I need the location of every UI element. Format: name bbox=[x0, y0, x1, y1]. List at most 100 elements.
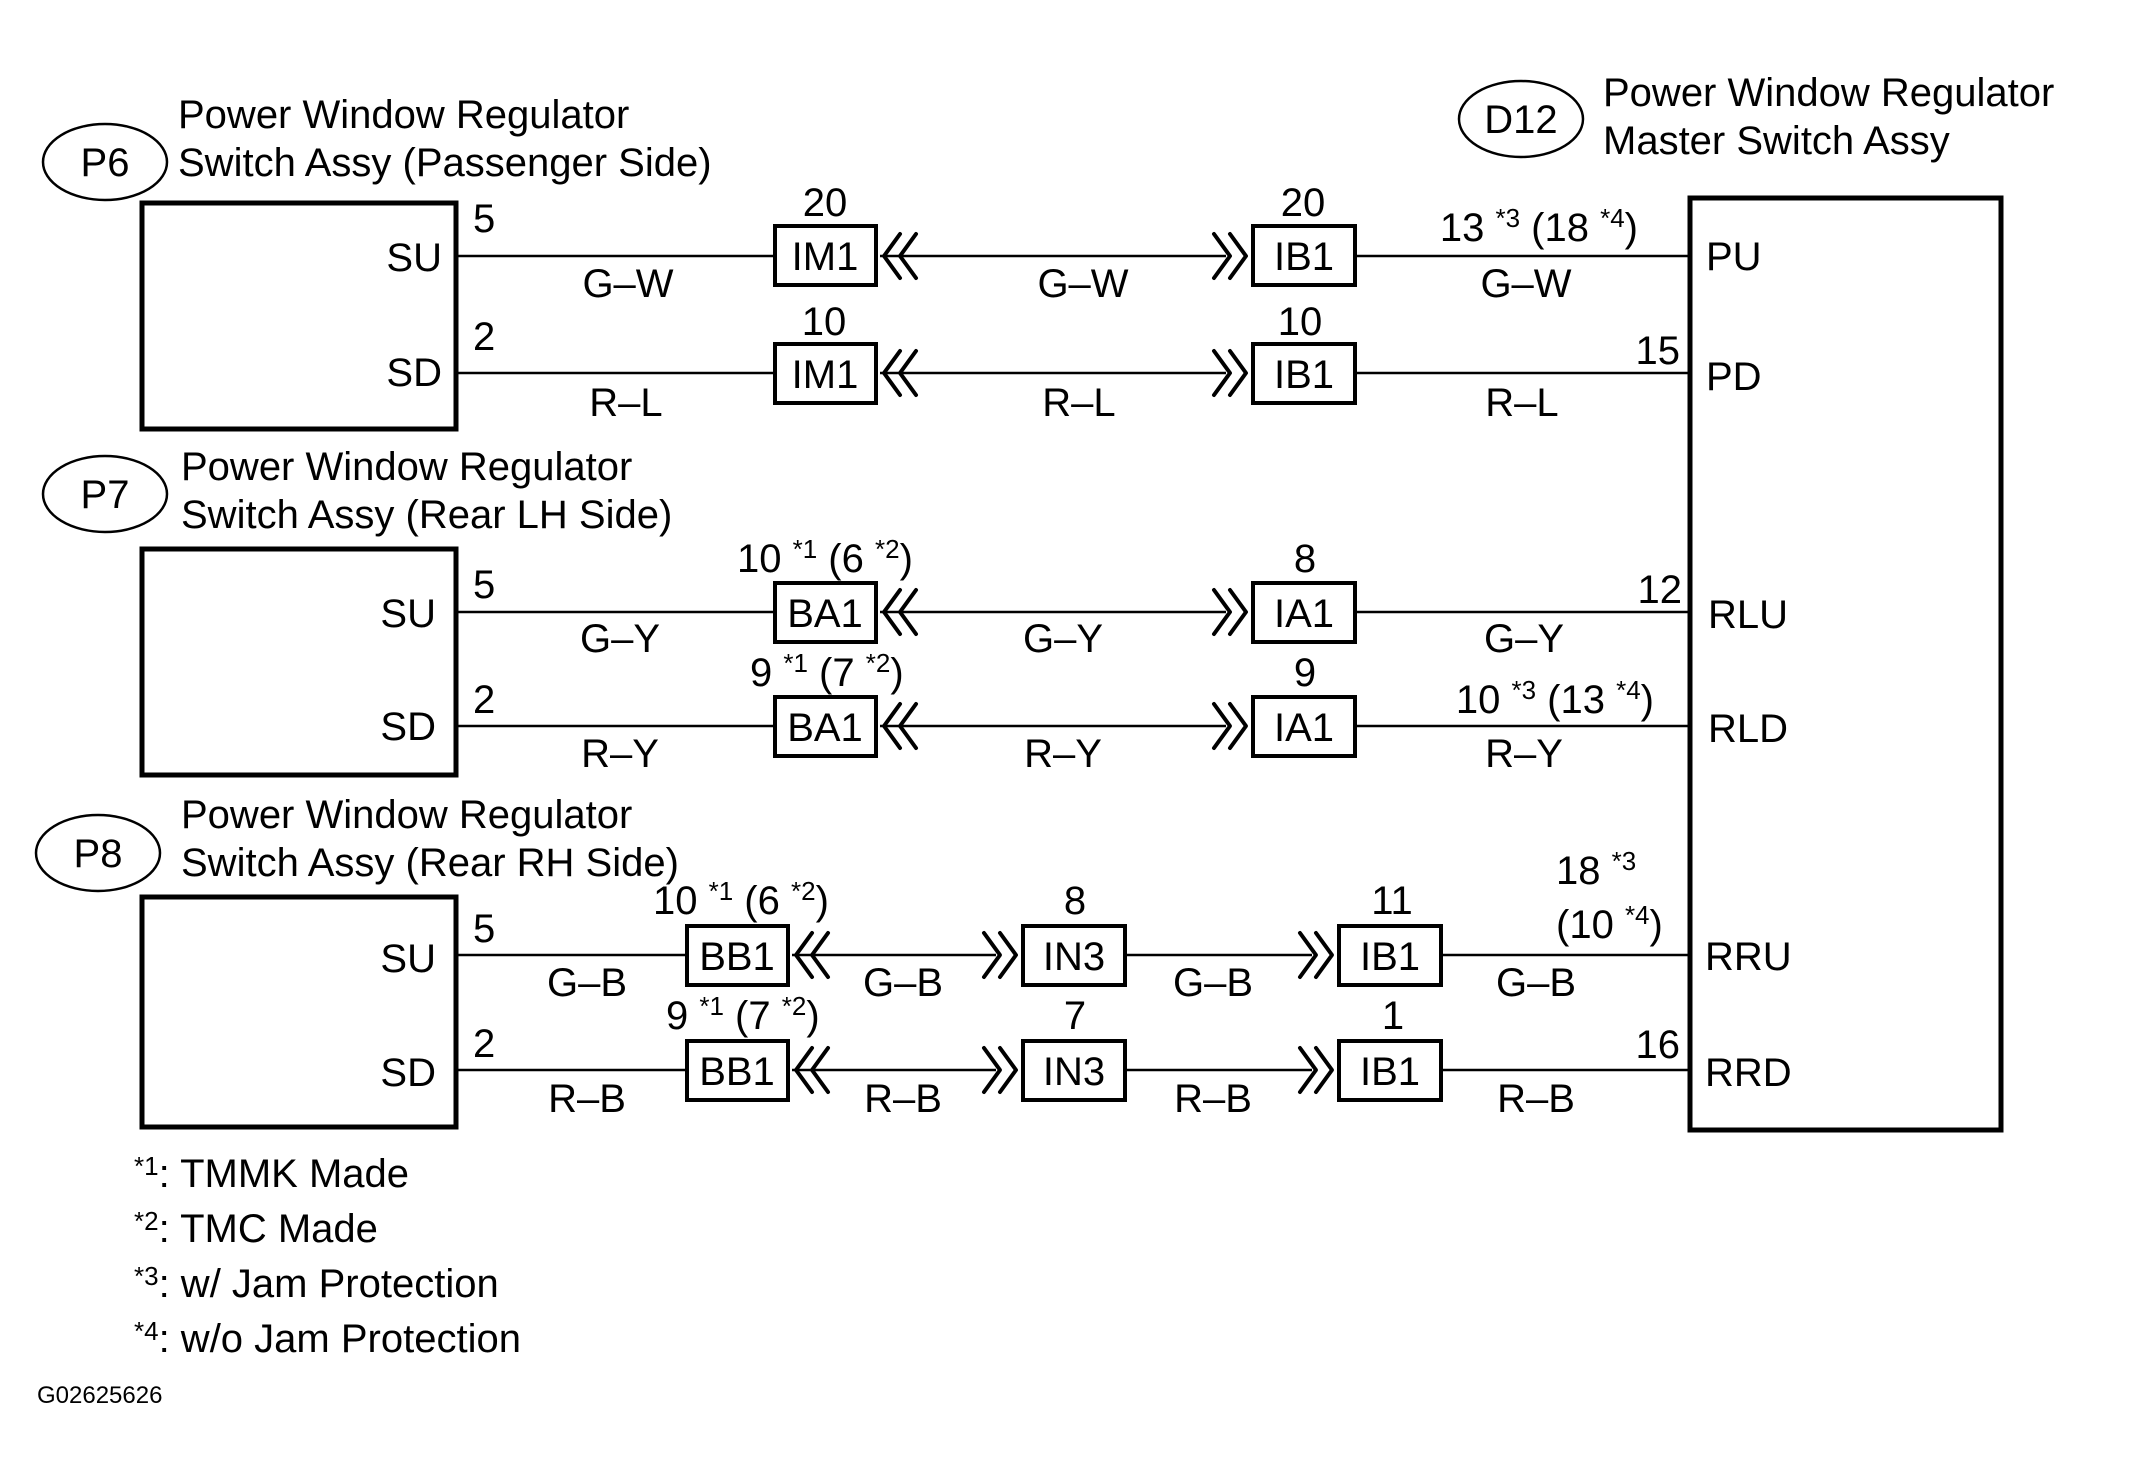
connector-pin-number: 8 bbox=[1064, 879, 1086, 923]
connector-chevron bbox=[898, 349, 918, 397]
connector-in3 bbox=[1021, 1039, 1127, 1102]
module-code: P7 bbox=[81, 473, 130, 517]
pin-number: 2 bbox=[473, 678, 495, 722]
pin-label: PD bbox=[1706, 355, 1762, 399]
connector-chevron bbox=[1228, 349, 1248, 397]
connector-chevron bbox=[898, 702, 918, 750]
connector-chevron bbox=[1212, 232, 1232, 280]
pin-label: RLD bbox=[1708, 707, 1788, 751]
connector-pin-number: 7 bbox=[1064, 994, 1086, 1038]
wire-color: G–W bbox=[1480, 262, 1571, 306]
connector-chevron bbox=[1228, 702, 1248, 750]
pin-label: SU bbox=[380, 592, 436, 636]
pin-number: 5 bbox=[473, 563, 495, 607]
connector-code: IB1 bbox=[1274, 353, 1334, 397]
connector-chevron bbox=[998, 1046, 1018, 1094]
figure-id: G02625626 bbox=[37, 1382, 162, 1409]
module-p6: P6 Power Window Regulator Switch Assy (P… bbox=[41, 93, 712, 432]
connector-chevron bbox=[810, 931, 830, 979]
module-code: P6 bbox=[81, 141, 130, 185]
module-d12: D12 Power Window Regulator Master Switch… bbox=[1457, 71, 2054, 1133]
switch-box bbox=[139, 200, 459, 432]
connector-code: IM1 bbox=[792, 235, 859, 279]
pin-label: SD bbox=[386, 351, 442, 395]
connector-ba1 bbox=[773, 695, 878, 758]
connector-code: BB1 bbox=[699, 935, 775, 979]
connector-pin-number: 8 bbox=[1294, 537, 1316, 581]
master-pin-number: 10 *3 (13 *4) bbox=[1456, 675, 1654, 722]
master-switch-box bbox=[1687, 195, 2004, 1133]
wire-color: R–L bbox=[1042, 381, 1115, 425]
wire-color: R–L bbox=[589, 381, 662, 425]
module-code-bubble bbox=[1457, 79, 1585, 159]
master-pin-number: 13 *3 (18 *4) bbox=[1440, 203, 1638, 250]
connector-ia1 bbox=[1251, 695, 1357, 758]
pin-label: RLU bbox=[1708, 593, 1788, 637]
circuit-p8-sd: 2 BB1 9 *1 (7 *2) IN3 7 IB1 1 R–B R–B R–… bbox=[456, 991, 1690, 1121]
connector-pin-number: 20 bbox=[803, 181, 848, 225]
connector-pin-number: 9 *1 (7 *2) bbox=[750, 648, 904, 695]
footnotes: *1: TMMK Made *2: TMC Made *3: w/ Jam Pr… bbox=[134, 1151, 521, 1361]
connector-chevron bbox=[1298, 1046, 1318, 1094]
connector-chevron bbox=[1212, 349, 1232, 397]
connector-in3 bbox=[1021, 924, 1127, 987]
connector-chevron bbox=[882, 588, 902, 636]
connector-pin-number: 1 bbox=[1382, 994, 1404, 1038]
circuit-p7-sd: 2 BA1 9 *1 (7 *2) IA1 9 R–Y R–Y R–Y 10 *… bbox=[456, 648, 1690, 776]
connector-ia1 bbox=[1251, 581, 1357, 644]
module-title: Power Window Regulator bbox=[181, 793, 632, 837]
connector-pin-number: 9 bbox=[1294, 651, 1316, 695]
connector-chevron bbox=[1298, 931, 1318, 979]
module-title: Master Switch Assy bbox=[1603, 119, 1950, 163]
pin-label: SU bbox=[380, 937, 436, 981]
connector-chevron bbox=[1228, 232, 1248, 280]
module-code-bubble bbox=[41, 454, 169, 534]
wire-color: R–B bbox=[1497, 1077, 1575, 1121]
master-pin-number: 12 bbox=[1638, 568, 1683, 612]
circuit-p6-su: 5 IM1 20 IB1 20 G–W G–W G–W 13 *3 (18 *4… bbox=[456, 181, 1690, 306]
connector-chevron bbox=[794, 931, 814, 979]
connector-chevron bbox=[1212, 588, 1232, 636]
connector-chevron bbox=[982, 1046, 1002, 1094]
pin-label: RRU bbox=[1705, 935, 1792, 979]
connector-code: IM1 bbox=[792, 353, 859, 397]
connector-code: IB1 bbox=[1360, 1050, 1420, 1094]
wire-color: R–Y bbox=[1485, 732, 1563, 776]
connector-bb1 bbox=[685, 1039, 790, 1102]
connector-ib1 bbox=[1251, 224, 1357, 287]
connector-ib1 bbox=[1337, 1039, 1443, 1102]
connector-chevron bbox=[1314, 1046, 1334, 1094]
connector-code: BB1 bbox=[699, 1050, 775, 1094]
connector-chevron bbox=[882, 702, 902, 750]
connector-pin-number: 20 bbox=[1281, 181, 1326, 225]
connector-chevron bbox=[998, 931, 1018, 979]
module-title: Switch Assy (Rear RH Side) bbox=[181, 841, 679, 885]
connector-chevron bbox=[1228, 588, 1248, 636]
module-title: Power Window Regulator bbox=[178, 93, 629, 137]
circuit-p8-su: 5 BB1 10 *1 (6 *2) IN3 8 IB1 11 G–B G–B … bbox=[456, 846, 1690, 1005]
connector-code: IA1 bbox=[1274, 706, 1334, 750]
connector-chevron bbox=[1314, 931, 1334, 979]
connector-code: IB1 bbox=[1274, 235, 1334, 279]
circuit-p7-su: 5 BA1 10 *1 (6 *2) IA1 8 G–Y G–Y G–Y 12 bbox=[456, 534, 1690, 661]
connector-chevron bbox=[982, 931, 1002, 979]
pin-label: SU bbox=[386, 236, 442, 280]
module-code-bubble bbox=[34, 813, 162, 893]
wire-color: G–B bbox=[547, 961, 627, 1005]
pin-number: 2 bbox=[473, 1022, 495, 1066]
connector-chevron bbox=[1212, 702, 1232, 750]
wire-color: G–B bbox=[1173, 961, 1253, 1005]
connector-pin-number: 10 *1 (6 *2) bbox=[737, 534, 913, 581]
footnote: *3: w/ Jam Protection bbox=[134, 1261, 499, 1306]
connector-chevron bbox=[882, 232, 902, 280]
master-pin-number: 16 bbox=[1636, 1023, 1681, 1067]
connector-im1 bbox=[773, 342, 878, 405]
module-title: Switch Assy (Rear LH Side) bbox=[181, 493, 672, 537]
pin-number: 5 bbox=[473, 197, 495, 241]
switch-box bbox=[139, 894, 459, 1130]
wire-color: R–Y bbox=[1024, 732, 1102, 776]
connector-ib1 bbox=[1251, 342, 1357, 405]
module-p7: P7 Power Window Regulator Switch Assy (R… bbox=[41, 445, 672, 778]
wire-color: R–B bbox=[548, 1077, 626, 1121]
switch-box bbox=[139, 546, 459, 778]
